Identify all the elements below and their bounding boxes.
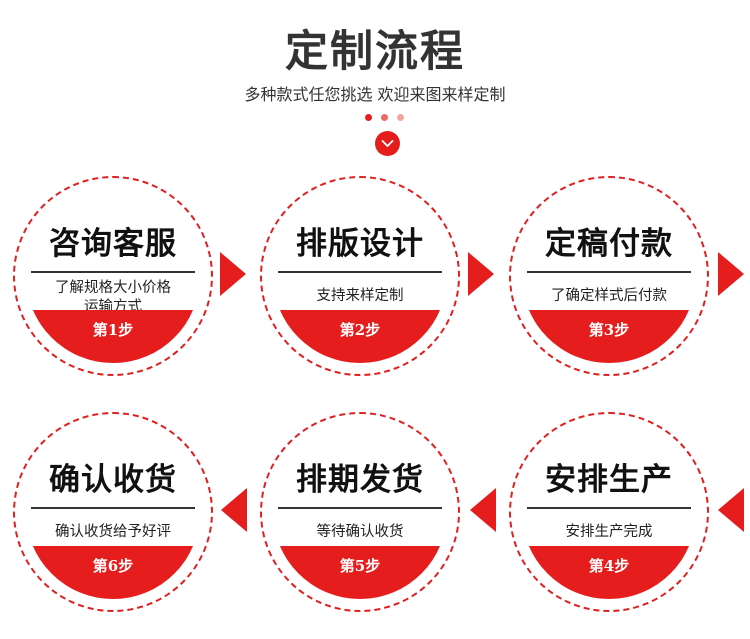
arrow-right-icon	[220, 252, 246, 296]
arrow-left-icon	[718, 488, 744, 532]
step-title: 确认收货	[49, 462, 177, 498]
page-subtitle: 多种款式任您挑选 欢迎来图来样定制	[244, 85, 506, 104]
step-title: 咨询客服	[49, 226, 177, 262]
step-description: 支持来样定制	[316, 288, 404, 304]
step-title: 安排生产	[545, 462, 673, 498]
divider	[31, 507, 195, 509]
step-label: 第3步	[588, 321, 630, 339]
step-title: 定稿付款	[545, 226, 673, 262]
scroll-down-button[interactable]	[375, 131, 400, 156]
arrow-right-icon	[718, 252, 744, 296]
step-label-band: 第6步	[26, 546, 200, 599]
step-card-6[interactable]: 确认收货 确认收货给予好评 第6步	[13, 412, 213, 612]
dot-icon	[397, 114, 404, 121]
step-card-1[interactable]: 咨询客服 了解规格大小价格 运输方式 第1步	[13, 176, 213, 376]
step-description: 安排生产完成	[565, 524, 653, 540]
arrow-left-icon	[470, 488, 496, 532]
step-label: 第4步	[588, 557, 630, 575]
step-card-3[interactable]: 定稿付款 了确定样式后付款 第3步	[509, 176, 709, 376]
decorative-dots	[365, 114, 405, 124]
step-label: 第1步	[92, 321, 134, 339]
step-label: 第2步	[339, 321, 381, 339]
step-title: 排期发货	[296, 462, 424, 498]
chevron-down-icon	[381, 140, 394, 147]
step-label-band: 第3步	[522, 310, 696, 363]
arrow-right-icon	[468, 252, 494, 296]
divider	[527, 271, 691, 273]
step-label-band: 第4步	[522, 546, 696, 599]
dot-icon	[381, 114, 388, 121]
step-title: 排版设计	[296, 226, 424, 262]
divider	[527, 507, 691, 509]
step-description: 了确定样式后付款	[551, 288, 667, 304]
arrow-left-icon	[221, 488, 247, 532]
step-card-2[interactable]: 排版设计 支持来样定制 第2步	[260, 176, 460, 376]
divider	[31, 271, 195, 273]
step-description-line: 了解规格大小价格	[55, 280, 171, 296]
step-label-band: 第2步	[273, 310, 447, 363]
step-label: 第6步	[92, 557, 134, 575]
divider	[278, 507, 442, 509]
dot-icon	[365, 114, 372, 121]
step-card-4[interactable]: 安排生产 安排生产完成 第4步	[509, 412, 709, 612]
step-label-band: 第5步	[273, 546, 447, 599]
page-title: 定制流程	[285, 27, 465, 77]
step-description: 等待确认收货	[316, 524, 404, 540]
step-label: 第5步	[339, 557, 381, 575]
step-label-band: 第1步	[26, 310, 200, 363]
step-description: 确认收货给予好评	[55, 524, 171, 540]
divider	[278, 271, 442, 273]
step-card-5[interactable]: 排期发货 等待确认收货 第5步	[260, 412, 460, 612]
